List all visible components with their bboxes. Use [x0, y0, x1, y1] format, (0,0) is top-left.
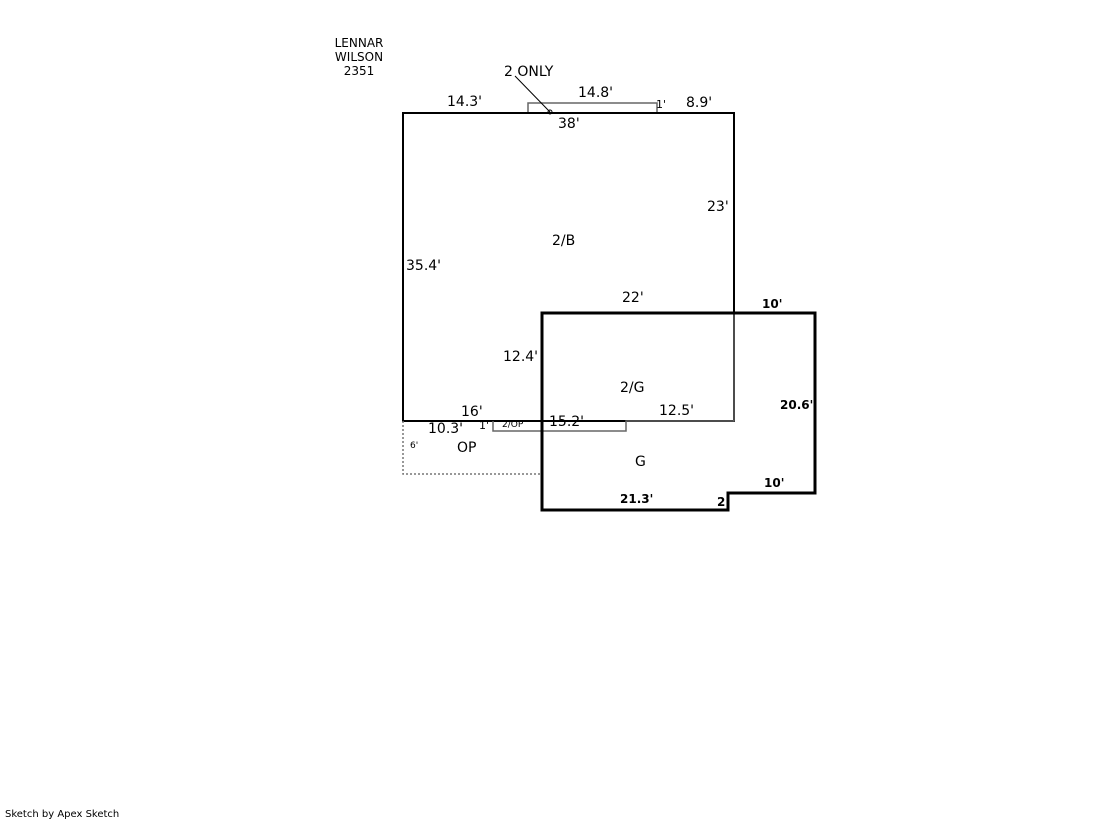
area-label-main: 2/B — [552, 233, 576, 249]
porch-outline — [402, 421, 542, 475]
upper-garage-outline — [492, 313, 735, 432]
dim-interior-left: 12.4' — [503, 349, 539, 365]
dim-garage-bottom: 21.3' — [620, 492, 654, 506]
header-line: 2351 — [343, 64, 375, 78]
bay-pointer — [514, 75, 551, 113]
dim-top-total: 38' — [558, 116, 580, 132]
dim-upper-garage-right: 12.5' — [659, 403, 695, 419]
dim-garage-right: 20.6' — [780, 398, 814, 412]
dim-bay-depth: 1' — [656, 98, 667, 111]
header-line: LENNAR — [334, 36, 384, 50]
dim-garage-top-right: 10' — [762, 297, 783, 311]
header-line: WILSON — [334, 50, 384, 64]
dim-right-upper: 23' — [707, 199, 729, 215]
dim-top-left: 14.3' — [447, 94, 483, 110]
garage-outline — [540, 311, 817, 512]
dim-bottom-main: 16' — [461, 404, 483, 420]
dim-top-right: 8.9' — [686, 95, 713, 111]
dim-left: 35.4' — [406, 258, 442, 274]
dim-garage-step: 2 — [717, 495, 726, 509]
main-floor-outline — [402, 112, 735, 422]
dim-upper-garage-bottom: 15.2' — [549, 414, 585, 430]
dim-bay-width: 14.8' — [578, 85, 614, 101]
sketch-header: LENNAR WILSON 2351 — [320, 36, 398, 78]
area-label-garage: G — [635, 454, 646, 470]
bay-outline — [527, 102, 658, 113]
area-label-porch: OP — [457, 440, 477, 456]
dim-garage-step-width: 10' — [764, 476, 785, 490]
footer-credit: Sketch by Apex Sketch — [5, 809, 120, 820]
dim-garage-top: 22' — [622, 290, 644, 306]
bay-pointer-dot — [547, 109, 553, 115]
area-label-porch-upper: 2/OP — [502, 420, 524, 430]
dim-porch-width: 10.3' — [428, 421, 464, 437]
dim-porch-step: 1' — [479, 419, 490, 432]
area-label-bay: 2 ONLY — [504, 64, 554, 80]
area-label-garage-upper: 2/G — [620, 380, 645, 396]
dim-porch-depth: 6' — [410, 441, 419, 451]
